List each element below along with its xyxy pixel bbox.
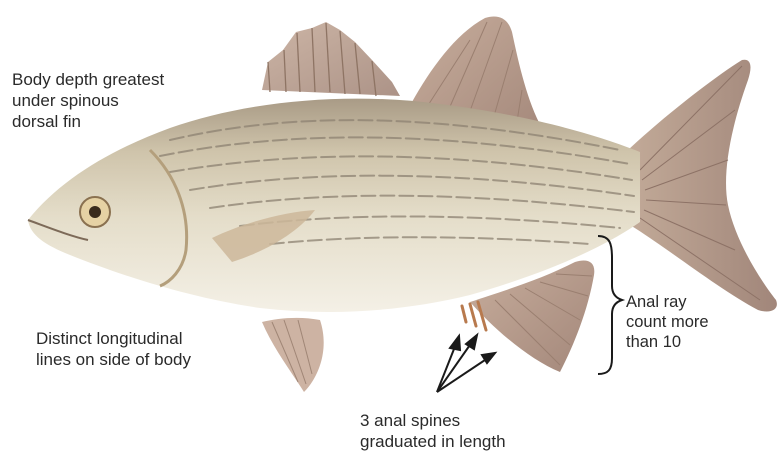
pupil xyxy=(89,206,101,218)
label-anal-spines: 3 anal spines graduated in length xyxy=(360,410,506,452)
spinous-dorsal-fin xyxy=(262,22,400,96)
label-anal-ray-count: Anal ray count more than 10 xyxy=(626,292,709,352)
label-body-depth: Body depth greatest under spinous dorsal… xyxy=(12,69,164,132)
label-line: Distinct longitudinal xyxy=(36,328,191,349)
label-line: 3 anal spines xyxy=(360,410,506,431)
anal-ray-bracket xyxy=(598,236,622,374)
label-line: lines on side of body xyxy=(36,349,191,370)
anal-spine-arrows xyxy=(437,335,495,392)
label-longitudinal-lines: Distinct longitudinal lines on side of b… xyxy=(36,328,191,370)
label-line: graduated in length xyxy=(360,431,506,452)
label-line: under spinous xyxy=(12,90,164,111)
label-line: than 10 xyxy=(626,332,709,352)
label-line: dorsal fin xyxy=(12,111,164,132)
label-line: Anal ray xyxy=(626,292,709,312)
pelvic-fin xyxy=(262,318,324,392)
label-line: count more xyxy=(626,312,709,332)
caudal-fin xyxy=(628,60,777,312)
label-line: Body depth greatest xyxy=(12,69,164,90)
